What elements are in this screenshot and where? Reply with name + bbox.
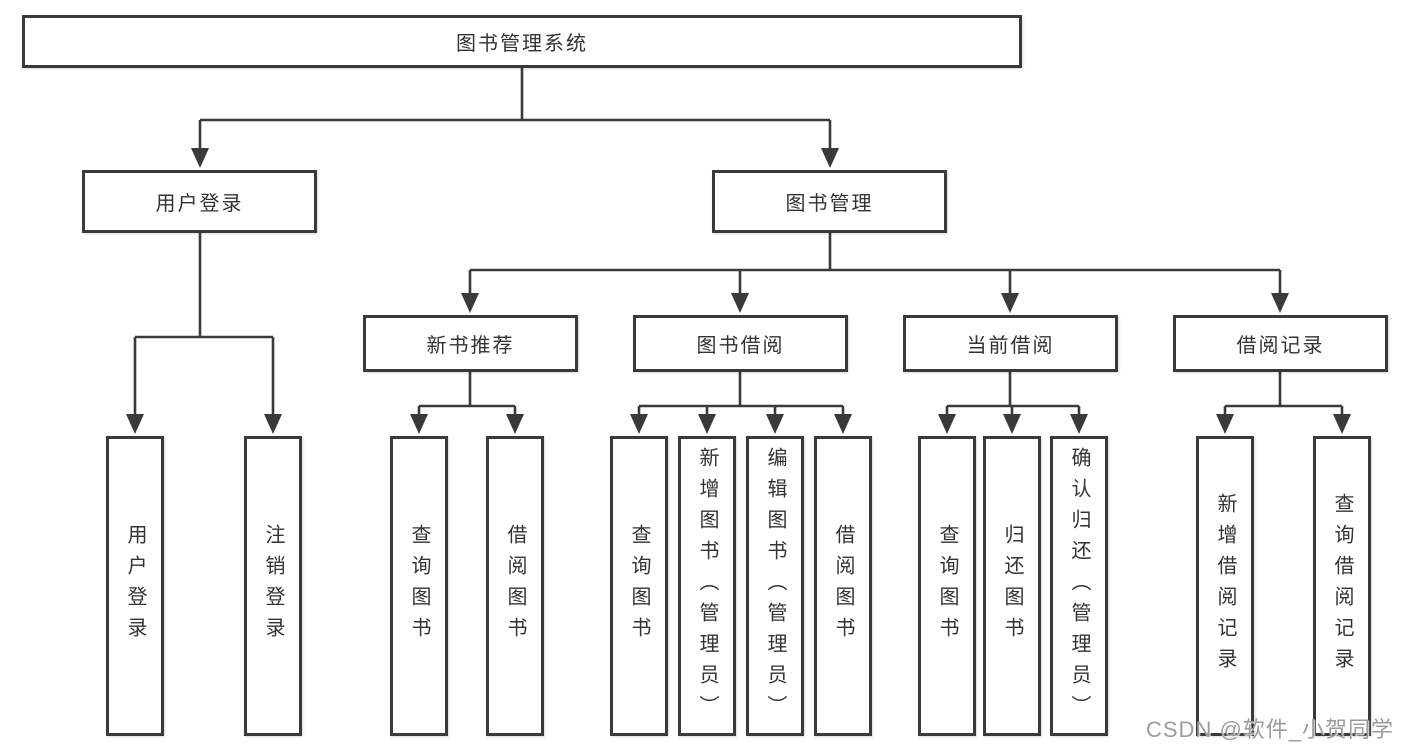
- root-node-label: 图书管理系统: [456, 33, 588, 55]
- leaf-bb-borrow-books: 借阅图书: [814, 436, 872, 736]
- leaf-user-login-label: 用户登录: [124, 524, 146, 648]
- leaf-cb-query-books: 查询图书: [918, 436, 976, 736]
- leaf-cb-query-books-label: 查询图书: [936, 524, 958, 648]
- connector-segments: [133, 68, 1344, 418]
- leaf-cb-return-books-label: 归还图书: [1001, 524, 1023, 648]
- leaf-br-query-record: 查询借阅记录: [1313, 436, 1371, 736]
- arrowhead-icons: [126, 148, 1351, 434]
- leaf-logout: 注销登录: [244, 436, 302, 736]
- leaf-cb-confirm-return-admin-label: 确认归还（管理员）: [1068, 446, 1090, 726]
- group-current-borrow-label: 当前借阅: [966, 335, 1055, 357]
- csdn-watermark: CSDN @软件_小贺同学: [1146, 717, 1395, 742]
- leaf-bb-edit-books-admin: 编辑图书（管理员）: [746, 436, 804, 736]
- leaf-br-add-record: 新增借阅记录: [1196, 436, 1254, 736]
- group-borrow-records: 借阅记录: [1173, 315, 1388, 372]
- leaf-bb-query-books-label: 查询图书: [628, 524, 650, 648]
- leaf-bb-borrow-books-label: 借阅图书: [832, 524, 854, 648]
- leaf-cb-confirm-return-admin: 确认归还（管理员）: [1050, 436, 1108, 736]
- branch-user-login: 用户登录: [82, 170, 317, 233]
- group-borrow-records-label: 借阅记录: [1236, 335, 1325, 357]
- leaf-bb-add-books-admin: 新增图书（管理员）: [678, 436, 736, 736]
- branch-book-management-label: 图书管理: [785, 193, 874, 215]
- leaf-bb-add-books-admin-label: 新增图书（管理员）: [696, 446, 718, 726]
- leaf-nb-borrow-books-label: 借阅图书: [504, 524, 526, 648]
- branch-book-management: 图书管理: [712, 170, 947, 233]
- group-book-borrow-label: 图书借阅: [696, 335, 785, 357]
- leaf-bb-edit-books-admin-label: 编辑图书（管理员）: [764, 446, 786, 726]
- leaf-nb-query-books-label: 查询图书: [408, 524, 430, 648]
- group-book-borrow: 图书借阅: [633, 315, 848, 372]
- leaf-br-add-record-label: 新增借阅记录: [1214, 493, 1236, 679]
- leaf-logout-label: 注销登录: [262, 524, 284, 648]
- leaf-cb-return-books: 归还图书: [983, 436, 1041, 736]
- leaf-user-login: 用户登录: [106, 436, 164, 736]
- leaf-nb-borrow-books: 借阅图书: [486, 436, 544, 736]
- root-node-library-system: 图书管理系统: [22, 15, 1022, 68]
- group-current-borrow: 当前借阅: [903, 315, 1118, 372]
- leaf-br-query-record-label: 查询借阅记录: [1331, 493, 1353, 679]
- leaf-nb-query-books: 查询图书: [390, 436, 448, 736]
- branch-user-login-label: 用户登录: [155, 193, 244, 215]
- group-new-book-recommend-label: 新书推荐: [426, 335, 515, 357]
- group-new-book-recommend: 新书推荐: [363, 315, 578, 372]
- leaf-bb-query-books: 查询图书: [610, 436, 668, 736]
